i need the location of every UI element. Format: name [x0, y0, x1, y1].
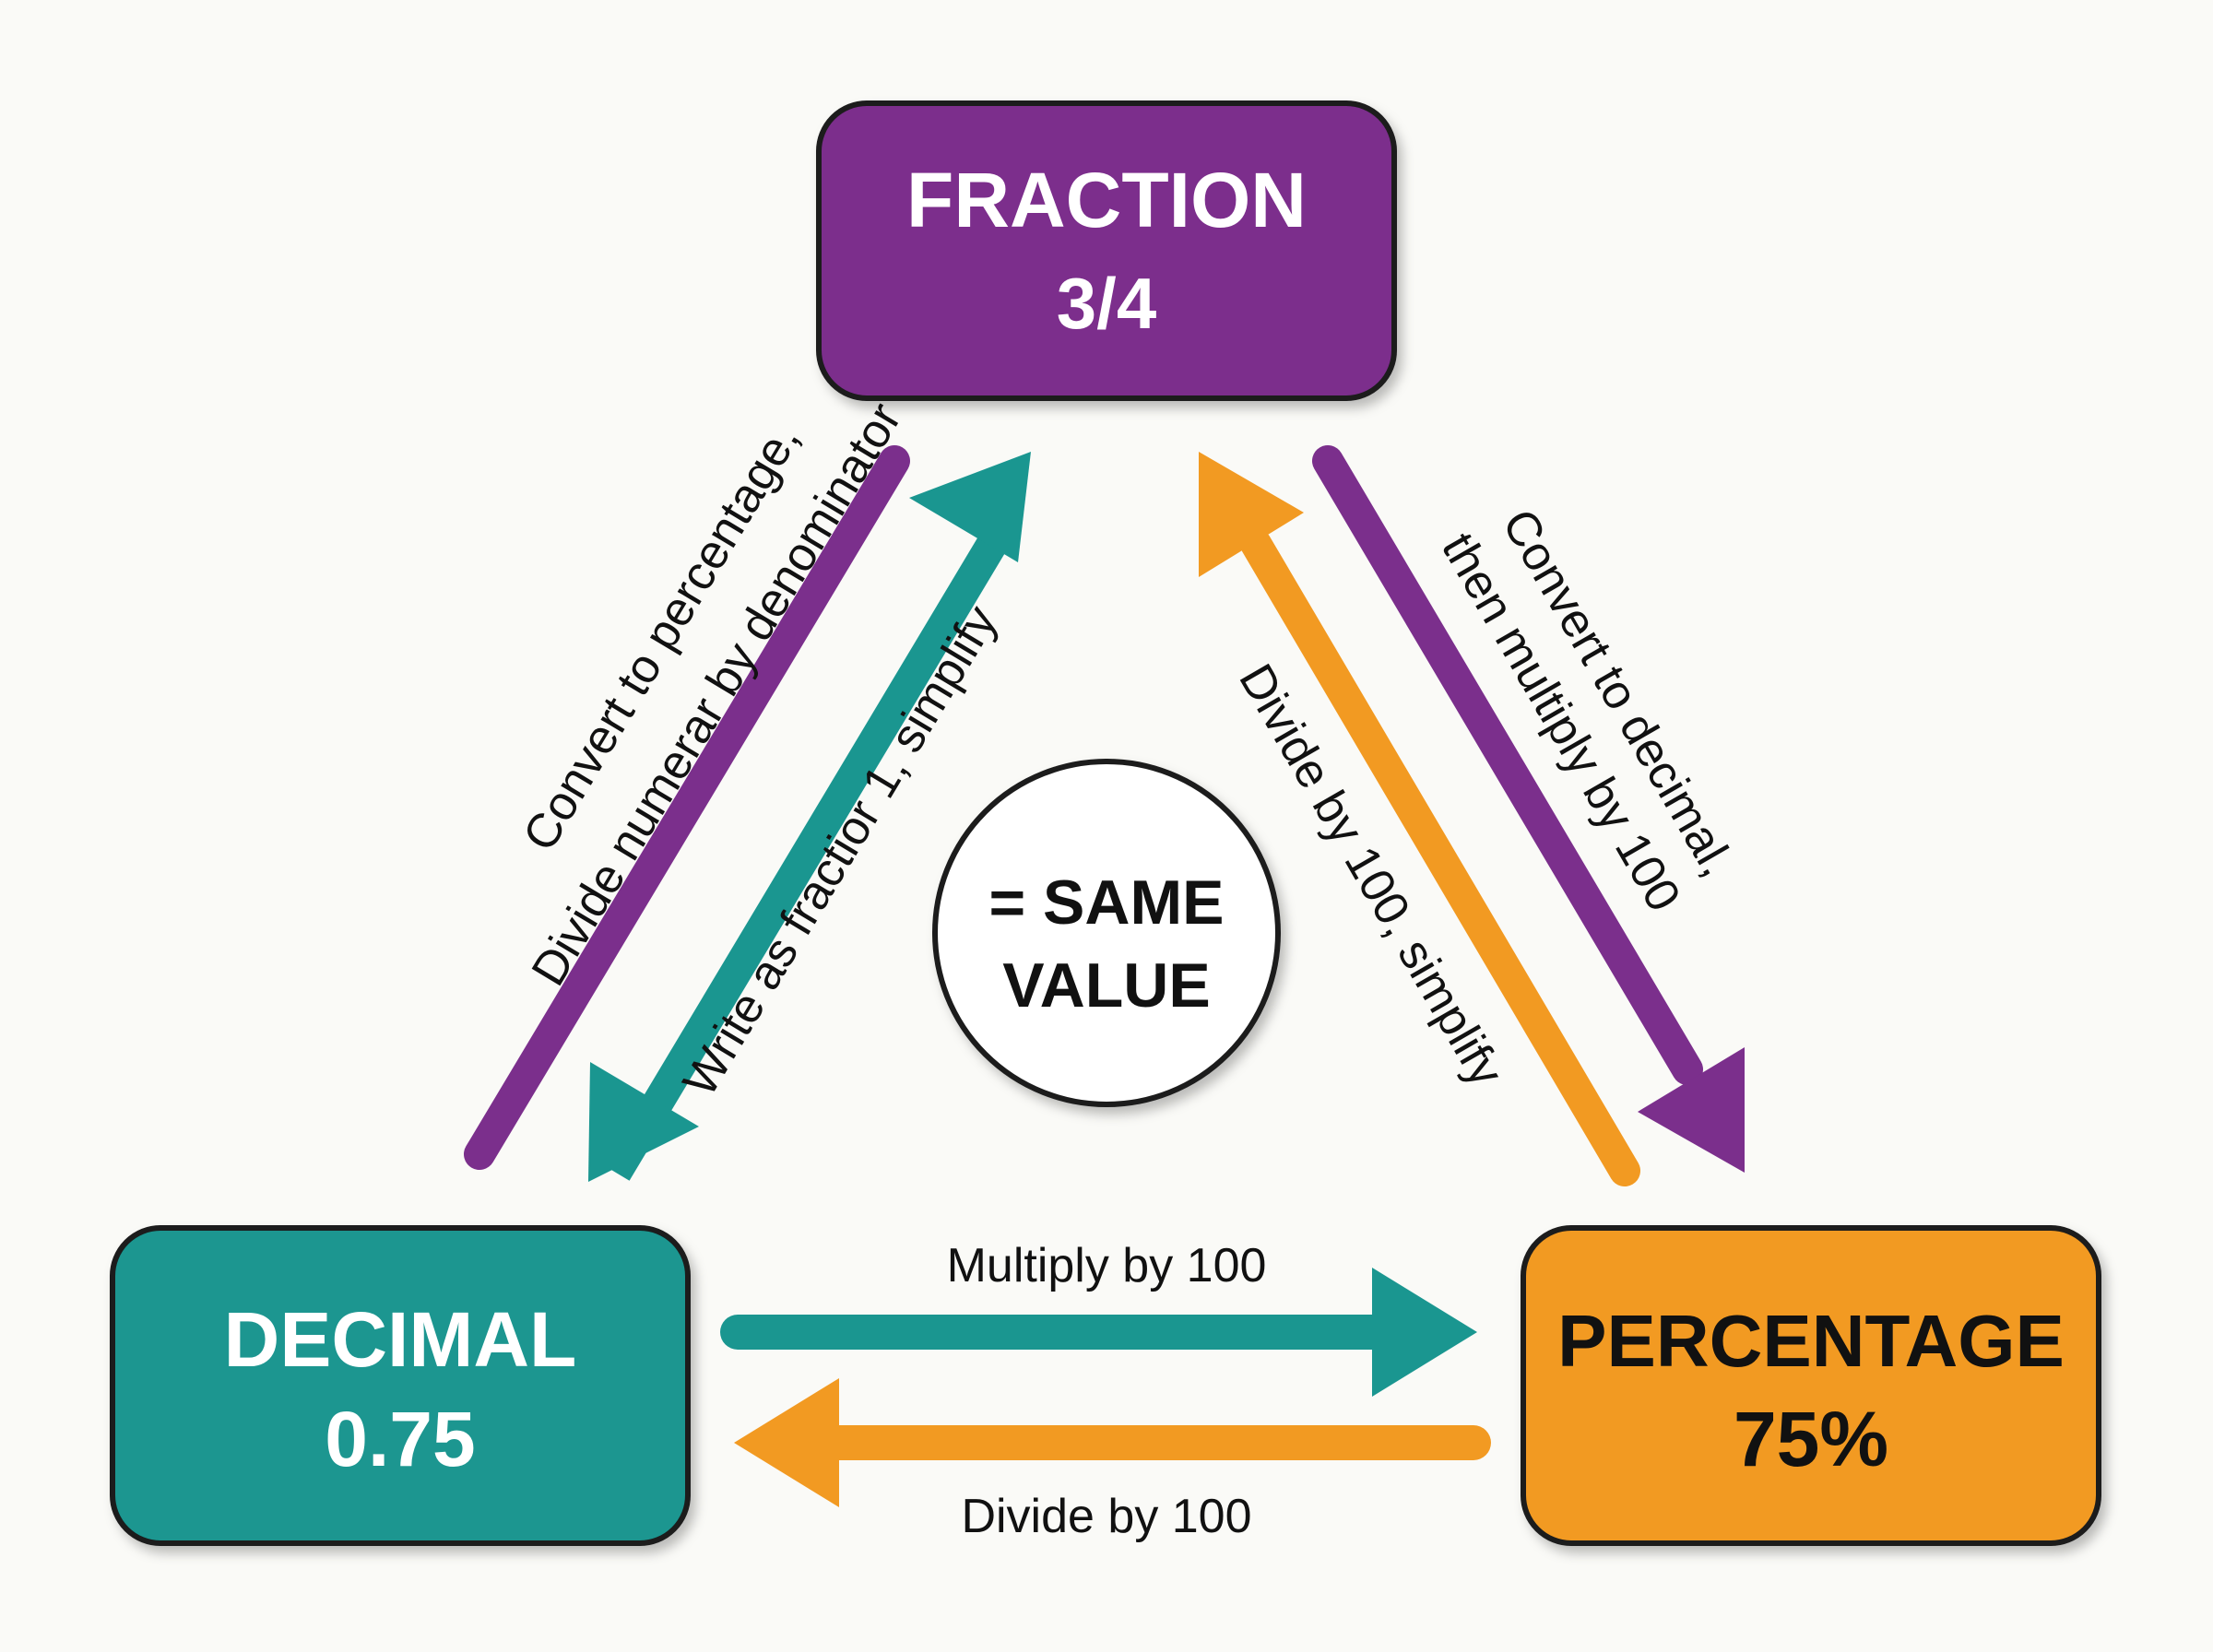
arrow-decimal-to-fraction — [588, 452, 1031, 1182]
label-line-2: Divide numerar by denominator — [522, 394, 912, 995]
same-value-line-2: VALUE — [1002, 950, 1210, 1021]
label-percentage-to-decimal: Divide by 100 — [961, 1490, 1251, 1543]
arrow-fraction-to-decimal — [464, 445, 910, 1170]
arrow-percentage-to-fraction — [1199, 452, 1640, 1186]
percentage-value: 75% — [1734, 1396, 1888, 1482]
fraction-value: 3/4 — [1057, 263, 1156, 344]
arrow-decimal-to-percentage — [720, 1268, 1477, 1397]
arrow-fraction-to-percentage — [1312, 445, 1745, 1173]
arrow-percentage-to-decimal — [734, 1378, 1491, 1507]
fraction-title: FRACTION — [906, 157, 1307, 243]
percentage-box: PERCENTAGE 75% — [1521, 1225, 2101, 1546]
percentage-title: PERCENTAGE — [1557, 1300, 2065, 1382]
same-value-circle: = SAME VALUE — [932, 759, 1281, 1107]
decimal-value: 0.75 — [325, 1396, 476, 1482]
fraction-box: FRACTION 3/4 — [816, 100, 1397, 401]
same-value-line-1: = SAME — [988, 867, 1224, 938]
decimal-box: DECIMAL 0.75 — [110, 1225, 691, 1546]
label-decimal-to-percentage: Multiply by 100 — [947, 1239, 1267, 1292]
label-fraction-to-decimal: Convert to percentage, Divide numerar by… — [513, 394, 912, 995]
decimal-title: DECIMAL — [224, 1296, 577, 1383]
